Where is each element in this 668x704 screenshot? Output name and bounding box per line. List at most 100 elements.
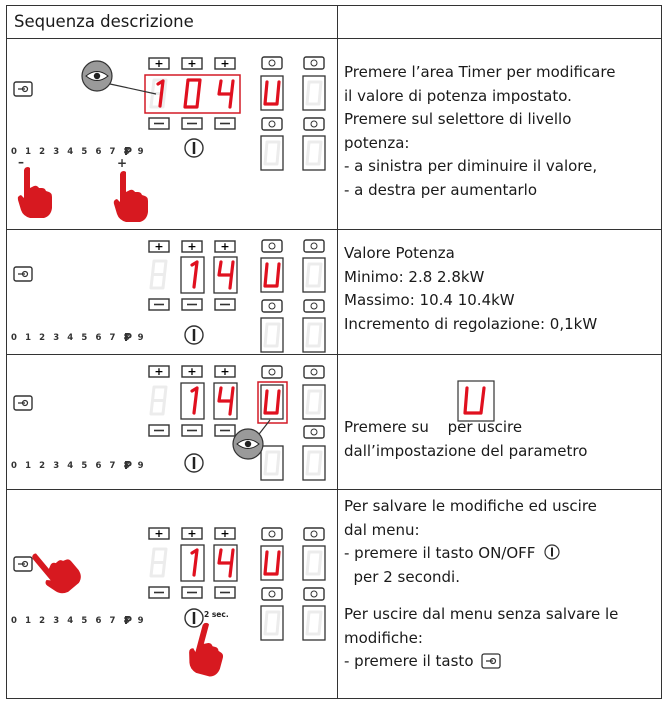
timer-digit-2: 1 [180, 544, 205, 582]
svg-text:+: + [154, 240, 163, 253]
key-icon [481, 653, 501, 669]
power-icon[interactable] [184, 608, 204, 628]
svg-text:+: + [220, 365, 229, 378]
timer-icon [261, 299, 283, 313]
timer-icon [303, 56, 325, 70]
svg-text:1: 1 [158, 99, 159, 101]
svg-text:+: + [187, 240, 196, 253]
text-line: Per uscire dal menu senza salvare le [344, 605, 619, 623]
timer-digit-2: 1 [180, 382, 205, 420]
zone-display-u[interactable]: U [260, 384, 284, 420]
plus-key[interactable]: + [181, 365, 203, 378]
plus-key[interactable]: + [148, 57, 170, 70]
plus-key[interactable]: + [148, 240, 170, 253]
table-header-title: Sequenza descrizione [14, 12, 194, 31]
power-scale[interactable]: 0 1 2 3 4 5 6 7 8 9 [11, 461, 146, 471]
text-line: per 2 secondi. [344, 567, 460, 586]
key-button[interactable] [13, 266, 33, 282]
plus-key[interactable]: + [214, 240, 236, 253]
plus-key[interactable]: + [148, 365, 170, 378]
key-button[interactable] [13, 81, 33, 97]
timer-icon [261, 527, 283, 541]
minus-key[interactable] [181, 586, 203, 599]
minus-key[interactable] [181, 298, 203, 311]
zone-display [302, 605, 326, 641]
row-divider [7, 354, 661, 355]
power-scale[interactable]: 0 1 2 3 4 5 6 7 8 9 [11, 333, 146, 343]
minus-key[interactable] [148, 424, 170, 437]
plus-key[interactable]: + [214, 527, 236, 540]
text-line: Valore Potenza [344, 244, 455, 262]
minus-key[interactable] [148, 117, 170, 130]
minus-key[interactable] [148, 586, 170, 599]
p-label: P [124, 459, 132, 472]
plus-key[interactable]: + [181, 527, 203, 540]
plus-key[interactable]: + [181, 57, 203, 70]
zone-display [302, 445, 326, 481]
minus-key[interactable] [214, 586, 236, 599]
text-line: - a sinistra per diminuire il valore, [344, 157, 598, 175]
zone-display [302, 135, 326, 171]
text-line: il valore di potenza impostato. [344, 86, 572, 105]
power-scale[interactable]: 0 1 2 3 4 5 6 7 8 9 [11, 616, 146, 626]
scale-plus-mark: + [117, 156, 127, 170]
text-line: Premere su per uscire [344, 380, 587, 440]
key-button[interactable] [13, 556, 33, 572]
minus-key[interactable] [214, 117, 236, 130]
timer-icon [303, 425, 325, 439]
timer-icon [261, 365, 283, 379]
spacer [344, 589, 618, 603]
minus-key[interactable] [214, 424, 236, 437]
row-2-text: Valore Potenza Minimo: 2.8 2.8kW Massimo… [344, 242, 597, 336]
svg-text:+: + [187, 527, 196, 540]
column-divider [337, 6, 338, 698]
eye-icon [81, 60, 157, 95]
svg-text:+: + [187, 365, 196, 378]
timer-icon [261, 117, 283, 131]
minus-key[interactable] [181, 117, 203, 130]
svg-text:+: + [154, 57, 163, 70]
zone-display-u: U [260, 257, 284, 293]
row-1-panel: + + + 1 0 4 U [8, 40, 336, 228]
row-4-panel: + + + 1 4 U 0 1 2 3 4 5 6 7 8 9 P 2 sec. [8, 491, 336, 698]
u-display-highlight [257, 381, 288, 424]
row-1-text: Premere l’area Timer per modificare il v… [344, 61, 615, 202]
zone-display [260, 317, 284, 353]
row-3-text: Premere su per uscire dall’impostazione … [344, 380, 587, 463]
timer-digit-3: 4 [213, 544, 238, 582]
svg-text:4: 4 [226, 99, 227, 101]
timer-icon [303, 527, 325, 541]
svg-text:+: + [187, 57, 196, 70]
u-display-inline-icon [457, 380, 495, 422]
zone-display [302, 75, 326, 111]
zone-display [302, 317, 326, 353]
plus-key[interactable]: + [214, 365, 236, 378]
power-icon[interactable] [184, 453, 204, 473]
row-divider [7, 38, 661, 39]
timer-icon [303, 299, 325, 313]
minus-key[interactable] [214, 298, 236, 311]
power-icon[interactable] [184, 325, 204, 345]
timer-icon [303, 365, 325, 379]
minus-key[interactable] [181, 424, 203, 437]
hand-pointer-icon [189, 622, 224, 677]
plus-key[interactable]: + [214, 57, 236, 70]
key-button[interactable] [13, 395, 33, 411]
hold-duration-label: 2 sec. [204, 610, 229, 619]
text-line: - premere il tasto ON/OFF [344, 542, 618, 566]
row-2-panel: + + + 1 4 U 0 1 2 3 4 5 6 7 8 9 P [8, 231, 336, 353]
plus-key[interactable]: + [148, 527, 170, 540]
hand-pointer-icon [32, 553, 81, 594]
timer-digit-1 [149, 385, 168, 416]
p-label: P [124, 331, 132, 344]
zone-display [260, 445, 284, 481]
hand-pointer-icon [17, 167, 52, 218]
power-scale[interactable]: 0 1 2 3 4 5 6 7 8 9 [11, 147, 146, 157]
text-line: Minimo: 2.8 2.8kW [344, 267, 485, 286]
plus-key[interactable]: + [181, 240, 203, 253]
minus-key[interactable] [148, 298, 170, 311]
svg-text:+: + [220, 240, 229, 253]
svg-text:+: + [154, 527, 163, 540]
zone-display-u: U [260, 545, 284, 581]
power-icon[interactable] [184, 138, 204, 158]
